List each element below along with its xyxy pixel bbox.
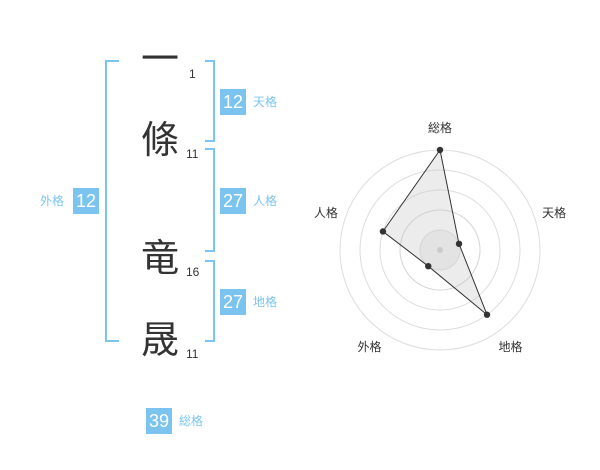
radar-shape: [382, 148, 488, 316]
chikaku-label: 地格: [253, 295, 278, 309]
radar-grid-ring: [379, 189, 501, 311]
gaikaku-label: 外格: [40, 194, 65, 208]
stroke-count-1: 1: [189, 67, 196, 81]
name-char-1: 一: [141, 37, 180, 81]
name-char-4: 晟: [141, 318, 180, 362]
radar-point-4: [425, 262, 432, 270]
chikaku-bracket: [205, 260, 215, 342]
radar-axis-label-1: 総格: [428, 120, 452, 135]
radar-grid-ring: [399, 209, 481, 291]
stroke-count-3: 16: [186, 265, 200, 279]
radar-center-dot: [437, 247, 443, 253]
radar-grid-ring: [359, 169, 521, 331]
name-char-3: 竜: [141, 236, 180, 280]
soukaku-value: 39: [146, 408, 172, 434]
radar-point-2: [455, 240, 463, 248]
radar-point-5: [379, 228, 387, 235]
tenkaku-bracket: [205, 60, 215, 142]
radar-axis-label-3: 地格: [499, 339, 523, 354]
radar-axis-label-5: 人格: [314, 205, 338, 220]
jinkaku-label: 人格: [253, 194, 278, 208]
soukaku-label: 総格: [179, 414, 204, 428]
jinkaku-bracket: [205, 148, 215, 252]
tenkaku-value: 12: [220, 89, 246, 115]
name-char-2: 條: [141, 118, 180, 162]
radar-axis-label-4: 外格: [357, 339, 381, 354]
jinkaku-value: 27: [220, 188, 246, 214]
stroke-count-4: 11: [186, 347, 199, 361]
gaikaku-value: 12: [73, 188, 99, 214]
stroke-count-2: 11: [186, 147, 199, 161]
tenkaku-label: 天格: [253, 95, 278, 109]
chikaku-value: 27: [220, 289, 246, 315]
radar-axis-label-2: 天格: [542, 205, 566, 220]
gaikaku-bracket: [105, 60, 119, 342]
radar-point-1: [436, 146, 444, 154]
radar-point-3: [483, 311, 491, 318]
